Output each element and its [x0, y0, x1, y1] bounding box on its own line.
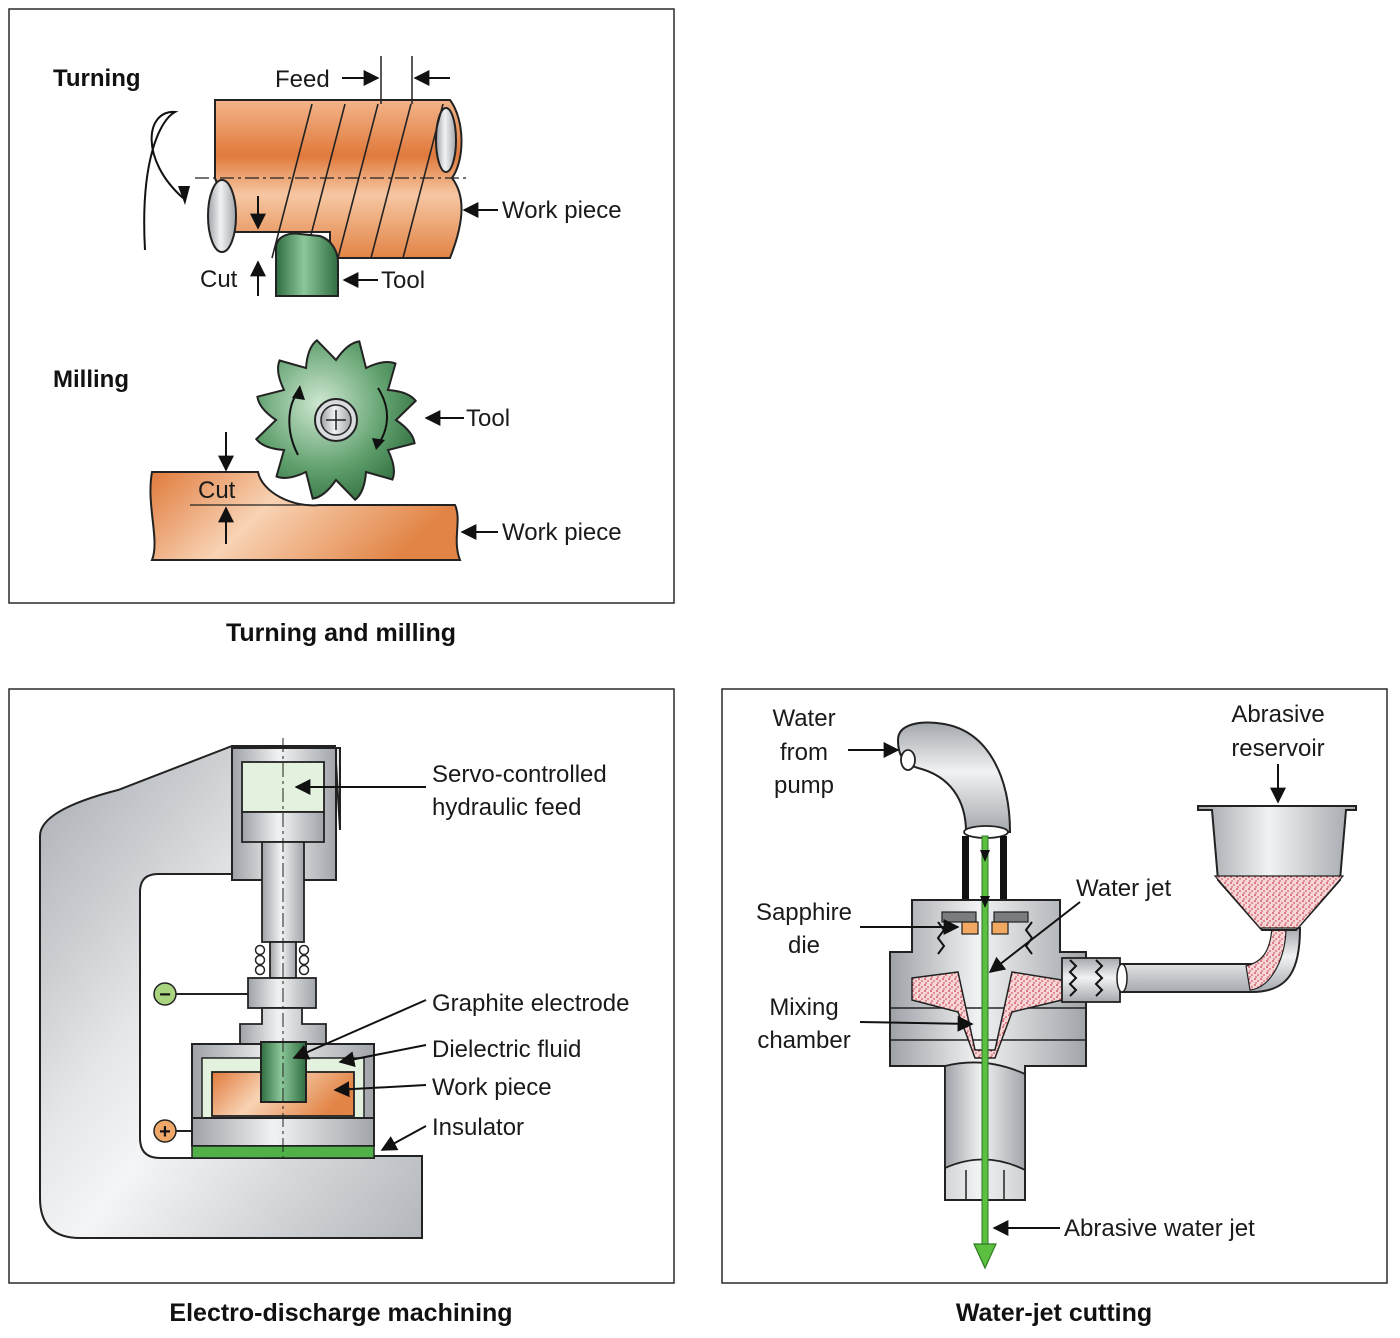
water-jet-label: Water jet — [1076, 875, 1171, 902]
positive-sign: + — [159, 1121, 171, 1143]
abrasive-jet-label: Abrasive water jet — [1064, 1215, 1255, 1242]
caption-turning-milling: Turning and milling — [226, 619, 456, 647]
panel-waterjet: Water from pump Abrasive reservoir Water… — [721, 688, 1388, 1284]
servo-label-line2: hydraulic feed — [432, 794, 581, 821]
workpiece-right-end — [435, 107, 457, 173]
mixing-label-line2: chamber — [757, 1027, 850, 1054]
mixing-leader — [859, 1015, 974, 1032]
hose-end — [1116, 963, 1128, 993]
electrode-label: Graphite electrode — [432, 990, 629, 1017]
turning-tool-label: Tool — [381, 267, 425, 294]
electrode-leader — [292, 999, 427, 1060]
milling-workpiece — [149, 471, 462, 561]
rotation-arc — [143, 110, 184, 251]
sapphire-die-right — [991, 921, 1009, 935]
mixing-label-line1: Mixing — [769, 994, 838, 1021]
rotation-arrowhead-left — [292, 385, 305, 400]
rotation-arrowhead-right — [372, 438, 385, 450]
milling-cutter — [254, 338, 418, 502]
edm-c-frame — [39, 745, 423, 1239]
electrode-holder — [247, 977, 317, 1009]
fluid-leader — [338, 1044, 427, 1068]
workpiece-end-face — [207, 179, 237, 253]
jet-arrow-1 — [980, 850, 990, 862]
milling-heading: Milling — [53, 366, 129, 393]
rotation-arrowhead — [178, 186, 190, 205]
servo-label-line1: Servo-controlled — [432, 761, 607, 788]
insulator-leader — [380, 1125, 427, 1151]
sapphire-die-left — [961, 921, 979, 935]
water-label-line3: pump — [774, 772, 834, 799]
fluid-label: Dielectric fluid — [432, 1036, 581, 1063]
jet-tip — [973, 1243, 997, 1270]
die-holder-right — [993, 911, 1029, 923]
feed-label: Feed — [275, 66, 330, 93]
abrasive-label-line2: reservoir — [1231, 735, 1324, 762]
turning-heading: Turning — [53, 65, 141, 92]
abrasive-label-line1: Abrasive — [1231, 701, 1324, 728]
insulator-label: Insulator — [432, 1114, 524, 1141]
thread-lines — [271, 103, 444, 259]
sapphire-label-line1: Sapphire — [756, 899, 852, 926]
spring — [254, 944, 310, 976]
abrasive-feed-fitting — [1061, 957, 1121, 1003]
milling-tool-label: Tool — [466, 405, 510, 432]
die-holder-left — [941, 911, 977, 923]
caption-edm: Electro-discharge machining — [169, 1299, 512, 1327]
turning-tool — [275, 232, 339, 297]
panel-turning-milling: Turning Feed Wo — [8, 8, 675, 604]
edm-workpiece-leader — [333, 1081, 427, 1098]
turning-cut-label: Cut — [200, 266, 238, 293]
water-label-line1: Water — [772, 705, 835, 732]
sapphire-label-line2: die — [788, 932, 820, 959]
jet-arrow-2 — [980, 896, 990, 908]
feed-tube-left — [962, 836, 969, 910]
abrasive-contents — [1213, 875, 1345, 929]
edm-workpiece-label: Work piece — [432, 1074, 552, 1101]
panel-edm: − + Servo-controlled hydraulic feed Grap… — [8, 688, 675, 1284]
feed-tube-right — [1000, 836, 1007, 910]
thread-right — [1024, 921, 1034, 955]
caption-waterjet: Water-jet cutting — [956, 1299, 1152, 1327]
water-jet-leader — [988, 901, 1081, 973]
turning-workpiece — [195, 99, 470, 259]
pipe-inlet — [900, 749, 916, 771]
turning-workpiece-label: Work piece — [502, 197, 622, 224]
negative-sign: − — [159, 984, 171, 1006]
milling-cut-label: Cut — [198, 477, 236, 504]
water-label-line2: from — [780, 739, 828, 766]
milling-workpiece-label: Work piece — [502, 519, 622, 546]
